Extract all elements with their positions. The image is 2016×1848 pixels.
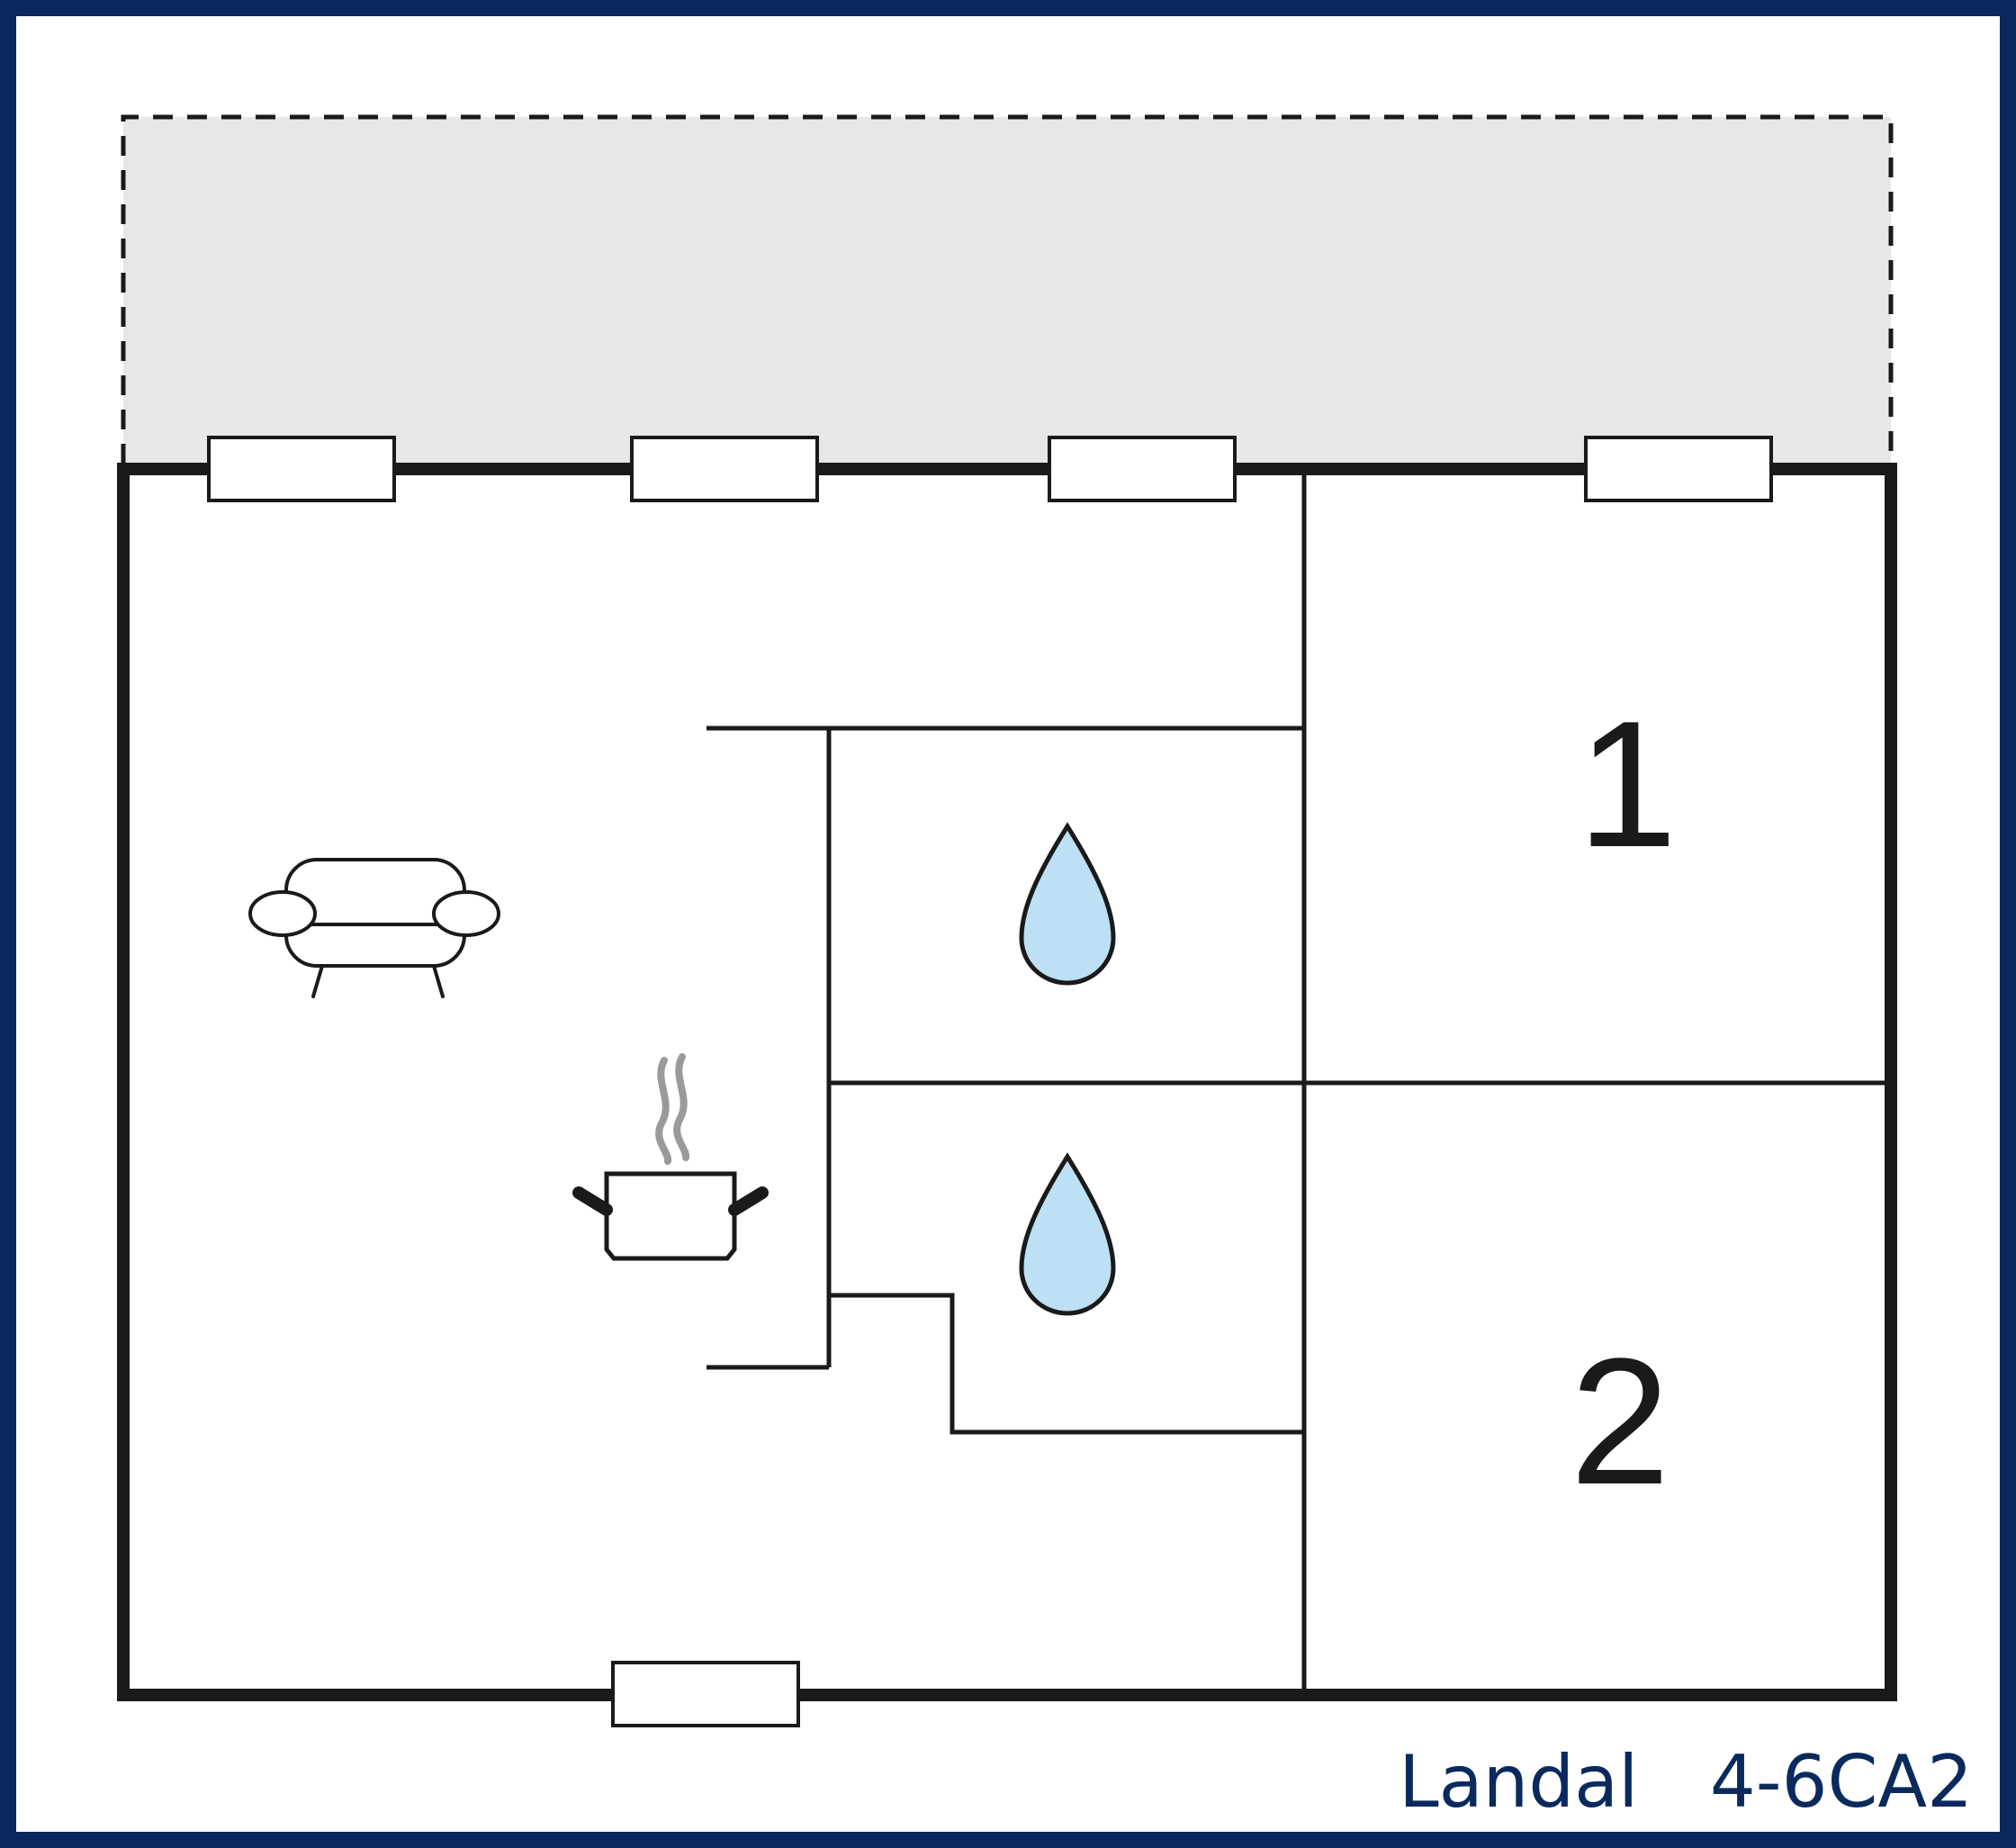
cooking-pot-icon	[572, 1053, 769, 1261]
window	[630, 436, 819, 502]
windows	[207, 436, 1773, 1727]
room-number: 2	[1570, 1321, 1670, 1522]
sofa-icon	[248, 858, 500, 998]
terrace	[121, 114, 1894, 464]
caption-brand: Landal	[1399, 1740, 1638, 1824]
window	[611, 1661, 800, 1727]
room-number: 1	[1577, 684, 1677, 885]
window	[1584, 436, 1773, 502]
water-drop-icon	[1019, 822, 1116, 986]
caption-code: 4-6CA2	[1710, 1740, 1973, 1824]
interior-walls	[706, 469, 1885, 1695]
window	[207, 436, 396, 502]
window	[1048, 436, 1237, 502]
caption: Landal 4-6CA2	[1399, 1740, 1973, 1824]
exterior-walls	[117, 463, 1897, 1701]
water-drop-icon	[1019, 1152, 1116, 1316]
